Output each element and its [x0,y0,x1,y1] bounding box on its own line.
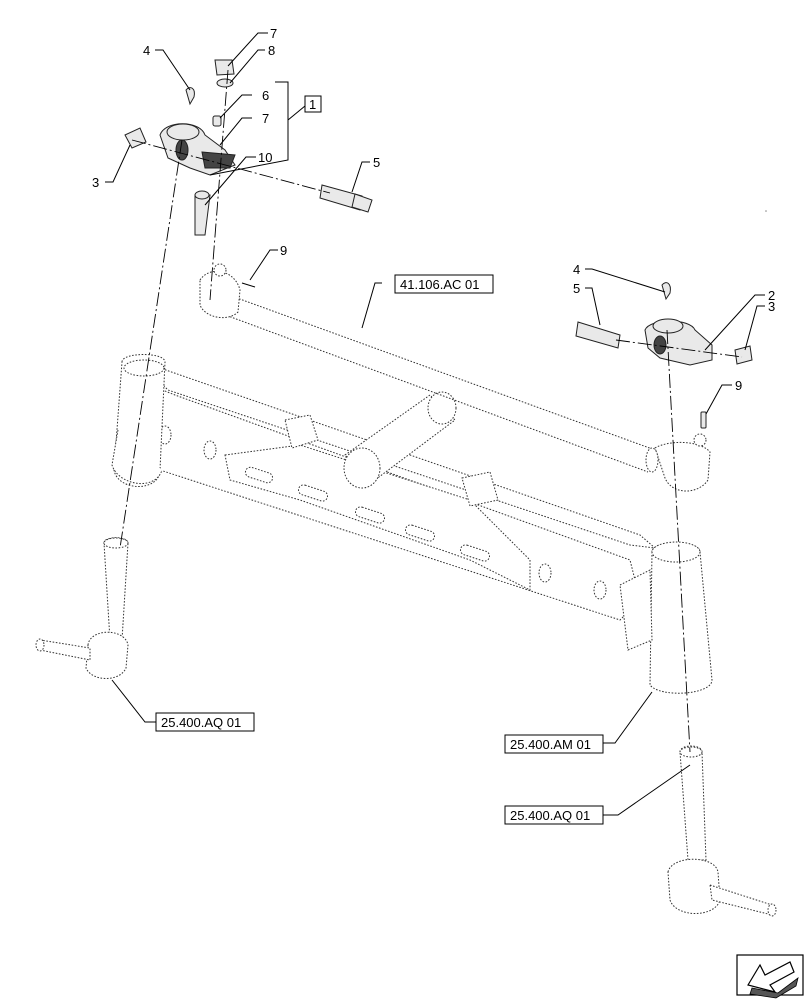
axle-reference: 25.400.AM 01 [510,737,591,752]
callout-3: 3 [768,299,775,314]
callout-5: 5 [573,281,580,296]
left-spindle-reference-box [155,712,255,732]
callout-5: 5 [373,155,380,170]
tie-rod [199,263,711,492]
callout-numbers: 7 8 4 6 7 10 3 5 1 9 4 5 2 3 9 [92,26,775,393]
cotter-pin [241,282,256,288]
callout-1: 1 [309,97,316,112]
callout-2: 2 [768,288,775,303]
front-axle-beam [111,354,713,694]
right-steering-spindle [667,745,777,917]
tie-rod-reference-box [394,274,494,294]
left-spindle-reference: 25.400.AQ 01 [161,715,241,730]
callout-1-box [304,95,322,113]
callout-4: 4 [573,262,580,277]
right-spindle-reference: 25.400.AQ 01 [510,808,590,823]
right-spindle-reference-box [504,805,604,825]
assembly-centerlines [119,69,743,753]
left-steering-spindle [35,537,129,679]
speck [765,210,767,212]
callout-9: 9 [280,243,287,258]
callout-8: 8 [268,43,275,58]
callout-3: 3 [92,175,99,190]
callout-10: 10 [258,150,272,165]
callout-7: 7 [262,111,269,126]
tie-rod-reference: 41.106.AC 01 [400,277,480,292]
callout-6: 6 [262,88,269,103]
reference-labels: 41.106.AC 01 25.400.AQ 01 25.400.AM 01 2… [155,274,604,825]
leader-lines [105,32,765,816]
axle-reference-box [504,734,604,754]
callout-7: 7 [270,26,277,41]
callout-4: 4 [143,43,150,58]
arrow-icon [736,954,804,999]
left-steering-arm-assembly [124,59,373,236]
right-steering-arm-assembly [575,282,753,429]
callout-9: 9 [735,378,742,393]
